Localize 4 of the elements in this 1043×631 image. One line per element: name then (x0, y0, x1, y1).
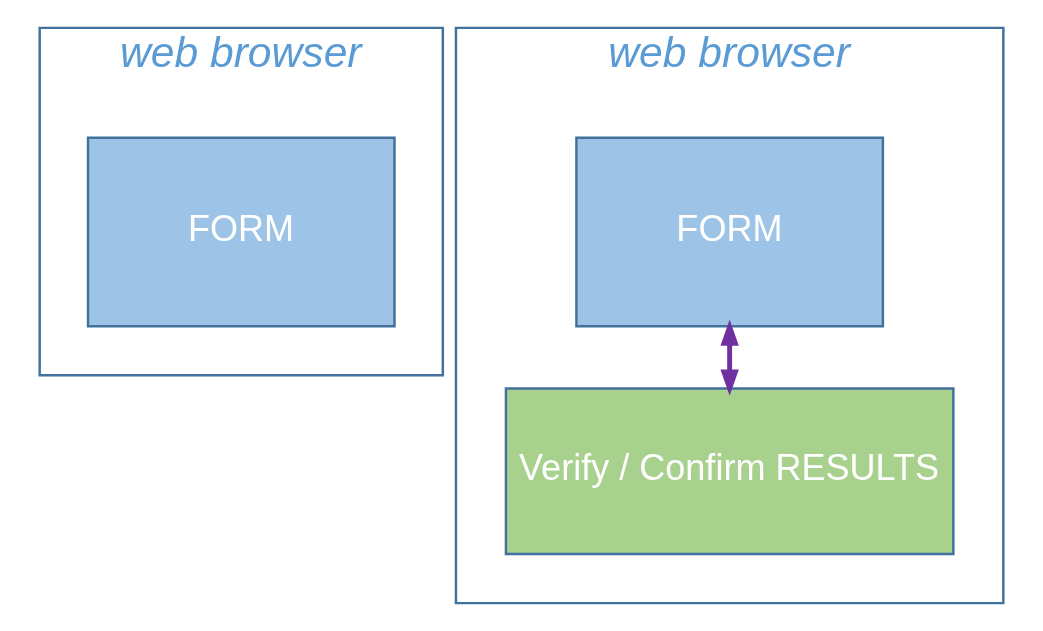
arrow (720, 319, 739, 396)
node-box: FORM (575, 136, 885, 328)
node-box: Verify / Confirm RESULTS (504, 387, 955, 556)
node-box: FORM (86, 136, 396, 328)
